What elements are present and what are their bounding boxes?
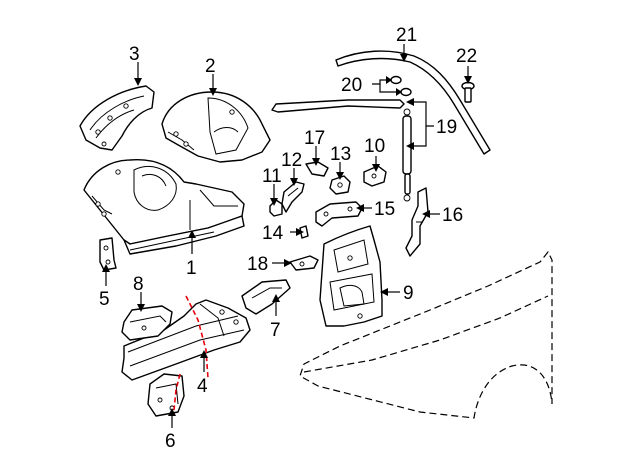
- callout-22: 22: [456, 46, 477, 67]
- part-21-hood-rod: [335, 50, 491, 155]
- part-4-frame-rail: [121, 299, 251, 381]
- leader-lines: [102, 44, 472, 428]
- callout-19: 19: [436, 117, 457, 138]
- part-2-wheelhouse: [161, 91, 271, 163]
- part-8-mount-bracket: [121, 305, 173, 341]
- callout-15: 15: [374, 199, 395, 220]
- callout-7: 7: [270, 320, 281, 341]
- part-10-bracket: [363, 165, 387, 187]
- part-3-fender-liner: [79, 85, 155, 151]
- callout-20: 20: [341, 75, 362, 96]
- part-5-bracket: [99, 237, 117, 271]
- part-15-hinge-bracket: [315, 201, 363, 227]
- callout-9: 9: [403, 283, 414, 304]
- callout-11: 11: [262, 166, 282, 187]
- part-20-bolts: [390, 75, 412, 97]
- callout-6: 6: [165, 431, 176, 452]
- callout-10: 10: [364, 136, 385, 157]
- highlight-dashes: [173, 295, 209, 411]
- callout-13: 13: [330, 144, 351, 165]
- callout-18: 18: [247, 254, 268, 275]
- part-19-hood-strut: [271, 99, 412, 202]
- callout-21: 21: [396, 25, 417, 46]
- fender-outline: [299, 250, 553, 419]
- part-16-strut-bracket: [405, 187, 429, 257]
- callout-2: 2: [205, 56, 216, 77]
- callout-labels: 3 2 1 5 8 7 4 6 9 10 11 12 13 14 15 16 1…: [99, 25, 477, 452]
- part-9-inner-panel: [319, 225, 383, 327]
- callout-1: 1: [186, 258, 197, 279]
- callout-5: 5: [99, 289, 110, 310]
- part-1-side-member-assembly: [83, 159, 245, 255]
- part-13-nut: [329, 175, 351, 195]
- callout-3: 3: [129, 44, 140, 65]
- part-22-fastener: [461, 81, 475, 103]
- part-18-bracket: [289, 255, 319, 271]
- part-17-clip: [305, 161, 329, 177]
- callout-4: 4: [197, 376, 208, 397]
- callout-12: 12: [281, 150, 302, 171]
- part-7-reinforcement: [241, 279, 291, 315]
- callout-8: 8: [133, 274, 144, 295]
- callout-16: 16: [442, 205, 463, 226]
- callout-17: 17: [304, 128, 325, 149]
- part-12-latch-bracket: [281, 181, 305, 213]
- callout-14: 14: [262, 223, 284, 244]
- part-11-clip: [269, 199, 283, 217]
- part-6-lower-bracket: [147, 373, 185, 417]
